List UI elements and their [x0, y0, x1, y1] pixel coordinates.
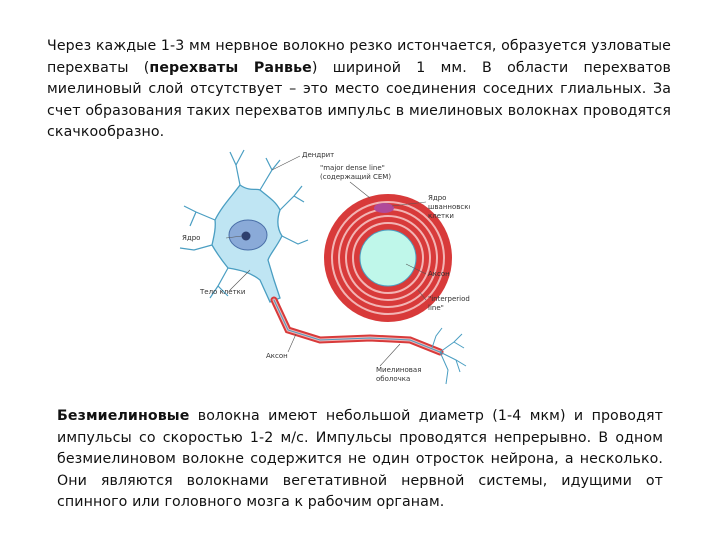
leader-lines [225, 155, 427, 367]
label-schwann-nucleus-3: клетки [428, 212, 454, 220]
neuron-myelin-figure: Дендрит "major dense line" (содержащий С… [179, 149, 470, 385]
label-cell-body: Тело клетки [199, 288, 245, 296]
label-major-dense-line-2: (содержащий СЕМ) [320, 173, 391, 181]
nucleolus-shape [241, 231, 251, 241]
unmyelinated-text: волокна имеют небольшой диаметр (1-4 мкм… [57, 408, 663, 510]
intro-text-part1: Через каждые 1-3 мм нервное волокно резк… [47, 38, 671, 76]
label-major-dense-line-1: "major dense line" [320, 164, 385, 172]
unmyelinated-term: Безмиелиновые [57, 408, 190, 424]
label-schwann-nucleus-2: шванновской [428, 203, 470, 211]
label-axon-cross-section: Аксон [428, 270, 450, 278]
ranvier-nodes-term: перехваты Ранвье [149, 59, 312, 76]
label-interperiod-line-2: line" [428, 304, 444, 312]
axon-terminals [431, 327, 467, 385]
label-myelin-sheath-2: оболочка [376, 375, 410, 383]
myelin-cross-section [324, 194, 452, 322]
label-myelin-sheath-1: Миелиновая [376, 366, 421, 374]
label-nucleus: Ядро [182, 234, 200, 242]
unmyelinated-paragraph: Безмиелиновые волокна имеют небольшой ди… [57, 406, 663, 514]
label-dendrite: Дендрит [302, 151, 334, 159]
intro-paragraph: Через каждые 1-3 мм нервное волокно резк… [47, 36, 671, 144]
myelinated-axon [270, 296, 444, 356]
label-axon: Аксон [266, 352, 288, 360]
intro-text-part2: ) шириной 1 мм. В области перехватов мие… [47, 59, 672, 141]
label-schwann-nucleus-1: Ядро [428, 194, 446, 202]
label-interperiod-line-1: "interperiod [428, 295, 470, 303]
